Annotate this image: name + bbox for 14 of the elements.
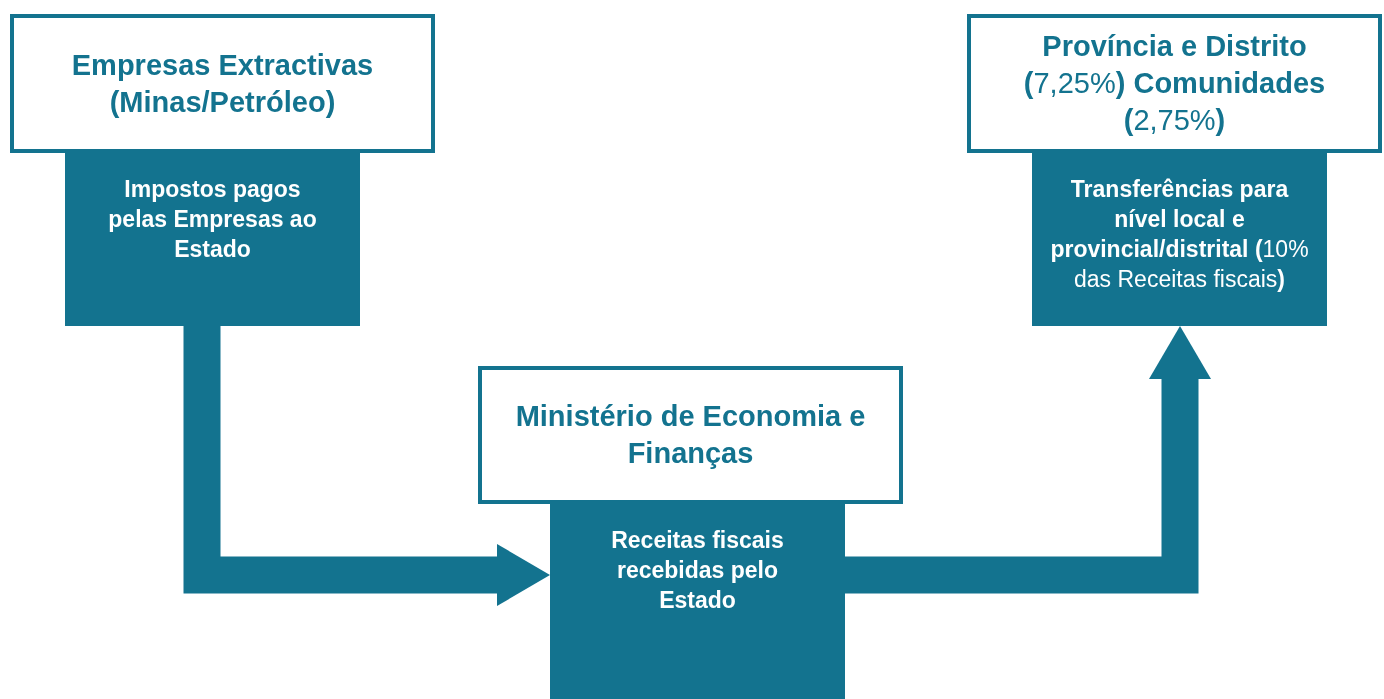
box-text: Ministério de Economia e Finanças xyxy=(514,399,867,471)
header-box xyxy=(478,366,903,504)
process-box xyxy=(550,504,845,699)
box-text: Receitas fiscais recebidas pelo Estado xyxy=(610,526,785,615)
header-box xyxy=(10,14,435,153)
box-text: Província e Distrito (7,25%) Comunidades (2,75%) xyxy=(1022,29,1327,138)
flow-arrow xyxy=(845,326,1211,594)
process-box xyxy=(1032,153,1327,326)
flow-arrow xyxy=(183,326,550,606)
header-box xyxy=(967,14,1382,153)
box-text: Impostos pagos pelas Empresas ao Estado xyxy=(107,175,318,264)
box-text: Transferências para nível local e provincial/distrital (10% das Receitas fiscais) xyxy=(1050,175,1309,294)
box-text: Empresas Extractivas (Minas/Petróleo) xyxy=(70,47,375,120)
process-box xyxy=(65,153,360,326)
